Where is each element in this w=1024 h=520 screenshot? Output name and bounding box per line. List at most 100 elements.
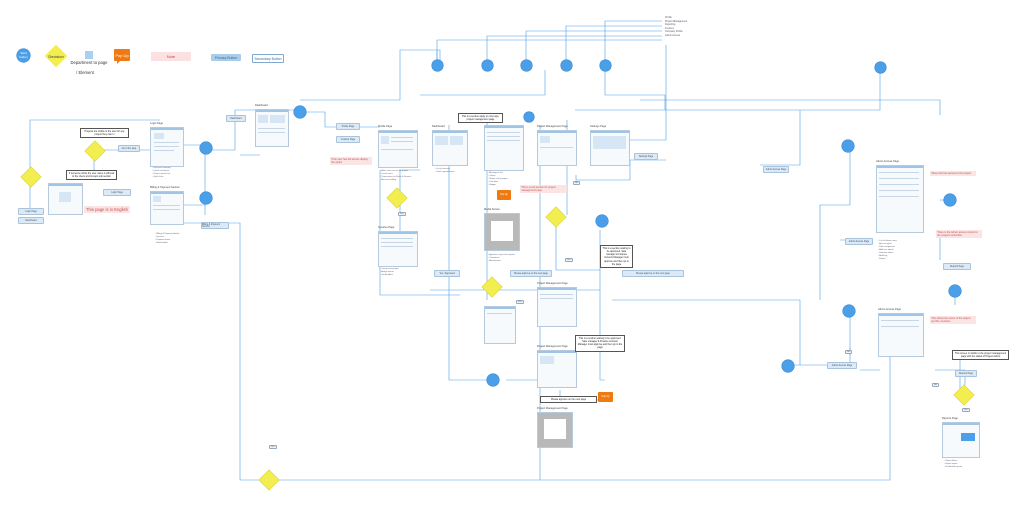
dept-node <box>600 60 611 71</box>
dept-node <box>949 285 961 297</box>
legend-primary-button: Primary Button <box>211 54 241 61</box>
flow-button: Admin Access Page <box>763 166 789 173</box>
note-box: This is a section apply to only login, p… <box>458 113 503 124</box>
note-box: If someone clicks the user name it will … <box>66 170 117 181</box>
yes-tag: Yes <box>269 445 277 449</box>
desc-item: Budget <box>488 184 508 187</box>
red-note: This is a sub section for project manage… <box>520 185 568 194</box>
screen-title: Login Page <box>150 122 164 125</box>
settings-screen <box>590 130 630 166</box>
menu-item: Company Profile <box>665 30 683 34</box>
screen-title: Dashboard <box>255 104 268 107</box>
popup-label: Pop Up <box>500 193 508 196</box>
project-management-screen <box>537 130 577 166</box>
flow-button: Dashboard <box>18 217 44 224</box>
description-list: Report filters Export report Scheduled r… <box>944 460 962 469</box>
profile-screen <box>378 130 418 168</box>
flow-button: Admin Access Page <box>845 238 873 245</box>
flow-button: Please approve on the next page <box>622 270 684 277</box>
desc-item: Top-level summary <box>152 167 170 170</box>
desc-item: Set deadline <box>380 274 399 277</box>
desc-item: List of invoices <box>435 168 455 171</box>
flow-button: Go to the step <box>118 145 140 152</box>
legend-note: Note <box>151 52 191 61</box>
legend-secondary-button: Secondary Button <box>252 54 284 63</box>
menu-item: Profile <box>665 16 672 19</box>
flow-button-label: Go to the step <box>121 147 137 150</box>
note-box: This is a section waiting to be approved… <box>575 335 625 352</box>
desc-item: Billing & Payment details <box>155 233 179 236</box>
top-menu-list: Profile Project Management Reporting Inv… <box>665 16 687 38</box>
desc-item: List of admin users <box>878 240 896 243</box>
project-management-screen-3 <box>537 350 577 388</box>
red-note: If the user has full access display the … <box>330 157 373 166</box>
dept-node <box>842 140 854 152</box>
dept-node <box>944 194 956 206</box>
dept-node <box>432 60 443 71</box>
desc-item: Bank details <box>155 242 179 245</box>
dept-node <box>294 106 306 118</box>
legend-popup-label: Pop Up <box>115 52 129 58</box>
description-list: Add a new user to the project List of us… <box>380 170 411 182</box>
yes-tag: Yes <box>516 300 524 304</box>
reports-screen <box>942 422 980 458</box>
project-management-modal <box>537 412 573 448</box>
red-note: Show who has access to the project <box>930 171 977 176</box>
desc-item: Payment terms <box>155 239 179 242</box>
desc-item: Access to billing <box>380 179 411 182</box>
flow-button-label: Profile Page <box>341 125 355 128</box>
desc-item: Comments <box>488 257 515 260</box>
dashboard-screen <box>255 109 289 147</box>
flow-button: Login Page <box>103 189 131 196</box>
menu-item: Project Management <box>665 19 688 23</box>
flow-button: Login Page <box>18 208 44 215</box>
note-box: This is a section waiting to be approved… <box>600 245 633 268</box>
desc-item: Owner <box>488 175 508 178</box>
desc-item: Role assignment <box>878 246 897 249</box>
screen-title: Invoices Page <box>378 226 395 229</box>
popup-bubble: Pop Up <box>598 392 613 402</box>
screen-title: Dashboard <box>432 125 445 128</box>
billing-screen <box>150 191 184 225</box>
flow-button: Settings Page <box>634 153 658 160</box>
flow-button: Reports Page <box>943 263 971 270</box>
screen-title: Admin Access Page <box>878 308 902 311</box>
desc-item: Permissions for Sales & Finance <box>380 176 411 179</box>
legend-popup-bubble: Pop Up <box>114 49 130 64</box>
invoices-screen <box>378 231 418 267</box>
flow-button: Billing & Payment Section <box>201 222 229 229</box>
popup-label: Pop Up <box>601 395 610 398</box>
flow-button-label: Reports Page <box>958 372 974 375</box>
flow-button: Invoices Page <box>336 136 360 143</box>
project-list-screen <box>484 125 524 171</box>
dept-node <box>596 215 608 227</box>
home-screen <box>48 183 83 215</box>
flow-button-label: Settings Page <box>638 155 654 158</box>
desc-item: Audit log <box>878 255 897 258</box>
dept-node <box>782 360 794 372</box>
popup-bubble: Pop Up <box>497 190 511 200</box>
legend-element-label: / Element <box>76 70 94 75</box>
screen-title: Project Management Page <box>537 345 568 348</box>
desc-item: Remove admin <box>878 252 897 255</box>
legend-primary-label: Primary Button <box>214 55 238 60</box>
screen-title: Project Management Page <box>537 407 568 410</box>
desc-item: Export <box>878 258 897 261</box>
screen-title: Settings Page <box>590 125 607 128</box>
red-note: This page is in English <box>84 206 130 214</box>
desc-item: Due date <box>488 181 508 184</box>
desc-item: Quick links <box>152 176 171 179</box>
yes-tag: Yes <box>565 258 573 262</box>
description-list: Top-level summary Latest activity list P… <box>152 167 171 179</box>
screen-title: Admin Access Page <box>876 160 900 163</box>
flow-button: Reports Page <box>955 370 977 377</box>
desc-item: Latest activity list <box>152 170 171 173</box>
menu-item: Admin Access <box>665 34 681 38</box>
screen-title: Modal Screen <box>484 208 501 211</box>
screen-title: Project Management Page <box>537 125 568 128</box>
description-list: All projects list Owner Status of the pr… <box>488 172 508 187</box>
flow-button-label: Admin Access Page <box>848 240 870 243</box>
legend-start-circle: Start button <box>17 49 30 62</box>
flow-button-label: Yes / Approved <box>439 272 455 275</box>
